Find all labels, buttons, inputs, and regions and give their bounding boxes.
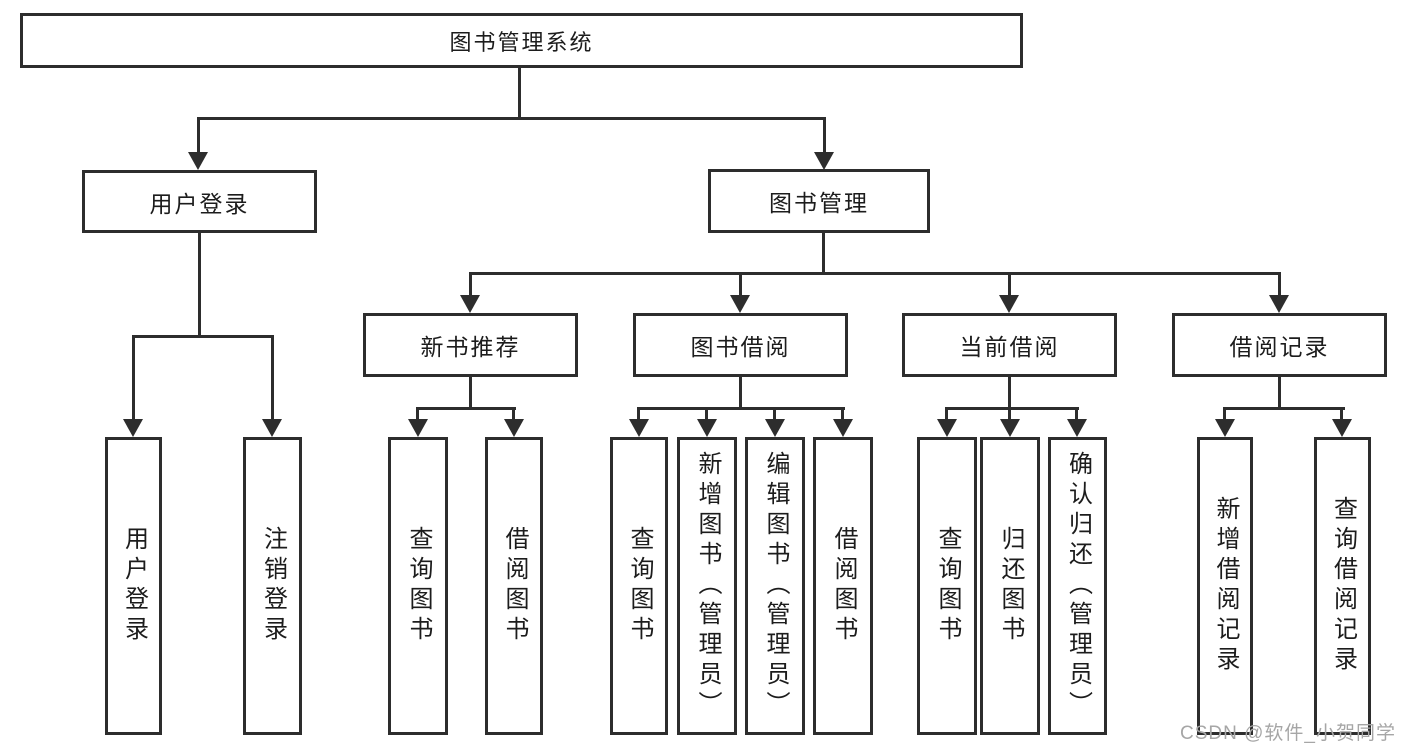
node-label: 借阅图书 (830, 526, 857, 646)
connector-vline (841, 407, 844, 421)
node-new-book-recommend: 新书推荐 (363, 313, 578, 377)
node-label: 用户登录 (149, 190, 250, 217)
arrow-down-icon (814, 152, 834, 170)
arrow-down-icon (1269, 295, 1289, 313)
connector-vline (1340, 407, 1343, 421)
connector-vline (271, 335, 274, 420)
arrow-down-icon (1000, 419, 1020, 437)
arrow-down-icon (999, 295, 1019, 313)
connector-vline (198, 233, 201, 337)
connector-vline (637, 407, 640, 421)
connector-vline (518, 68, 521, 118)
connector-vline (773, 407, 776, 421)
node-label: 借阅图书 (501, 526, 528, 646)
connector-vline (132, 335, 135, 420)
arrow-down-icon (1332, 419, 1352, 437)
arrow-down-icon (504, 419, 524, 437)
connector-vline (469, 272, 472, 297)
watermark: CSDN @软件_小贺同学 (1180, 723, 1396, 744)
connector-hline (945, 407, 1079, 410)
node-query-books-borrow: 查询图书 (610, 437, 668, 735)
node-book-management: 图书管理 (708, 169, 930, 233)
node-label: 用户登录 (120, 526, 148, 646)
node-return-books: 归还图书 (980, 437, 1040, 735)
node-current-borrowing: 当前借阅 (902, 313, 1117, 377)
node-label: 查询借阅记录 (1329, 496, 1357, 676)
node-label: 查询图书 (626, 526, 653, 646)
arrow-down-icon (262, 419, 282, 437)
connector-vline (512, 407, 515, 421)
connector-vline (197, 117, 200, 153)
arrow-down-icon (1215, 419, 1235, 437)
connector-vline (945, 407, 948, 421)
arrow-down-icon (460, 295, 480, 313)
connector-hline (1223, 407, 1345, 410)
connector-vline (1008, 377, 1011, 409)
arrow-down-icon (937, 419, 957, 437)
node-confirm-return-admin: 确认归还（管理员） (1048, 437, 1107, 735)
node-label: 图书管理系统 (449, 29, 594, 55)
node-label: 查询图书 (405, 526, 432, 646)
connector-hline (416, 407, 516, 410)
node-label: 查询图书 (934, 526, 961, 646)
node-edit-books-admin: 编辑图书（管理员） (745, 437, 805, 735)
connector-vline (1278, 272, 1281, 297)
connector-hline (132, 335, 274, 338)
connector-vline (823, 117, 826, 153)
node-label: 归还图书 (997, 526, 1024, 646)
node-borrowing-records: 借阅记录 (1172, 313, 1387, 377)
node-label: 编辑图书（管理员） (762, 451, 789, 721)
node-label: 图书借阅 (690, 334, 791, 360)
node-label: 注销登录 (259, 526, 287, 646)
node-add-books-admin: 新增图书（管理员） (677, 437, 737, 735)
connector-hline (469, 272, 1281, 275)
node-borrow-books: 借阅图书 (813, 437, 873, 735)
arrow-down-icon (730, 295, 750, 313)
arrow-down-icon (1067, 419, 1087, 437)
arrow-down-icon (123, 419, 143, 437)
connector-vline (739, 377, 742, 409)
node-label: 确认归还（管理员） (1064, 451, 1092, 721)
node-label: 图书管理 (769, 190, 869, 216)
node-borrow-books-recommend: 借阅图书 (485, 437, 543, 735)
node-book-borrowing: 图书借阅 (633, 313, 848, 377)
connector-hline (637, 407, 845, 410)
node-query-borrow-record: 查询借阅记录 (1314, 437, 1371, 735)
connector-vline (1008, 272, 1011, 297)
connector-vline (1075, 407, 1078, 421)
connector-vline (1223, 407, 1226, 421)
arrow-down-icon (765, 419, 785, 437)
node-query-books-recommend: 查询图书 (388, 437, 448, 735)
connector-vline (822, 233, 825, 274)
node-logout: 注销登录 (243, 437, 302, 735)
node-label: 新增图书（管理员） (694, 451, 721, 721)
arrow-down-icon (697, 419, 717, 437)
arrow-down-icon (408, 419, 428, 437)
arrow-down-icon (833, 419, 853, 437)
connector-vline (739, 272, 742, 297)
arrow-down-icon (188, 152, 208, 170)
node-add-borrow-record: 新增借阅记录 (1197, 437, 1253, 735)
connector-vline (1278, 377, 1281, 409)
node-label: 新增借阅记录 (1212, 496, 1239, 676)
node-library-management-system: 图书管理系统 (20, 13, 1023, 68)
node-label: 当前借阅 (959, 334, 1060, 360)
connector-vline (1008, 407, 1011, 421)
node-label: 新书推荐 (420, 334, 521, 360)
node-query-books-current: 查询图书 (917, 437, 977, 735)
connector-vline (469, 377, 472, 409)
connector-vline (705, 407, 708, 421)
connector-vline (416, 407, 419, 421)
arrow-down-icon (629, 419, 649, 437)
node-user-login-action: 用户登录 (105, 437, 162, 735)
connector-hline (197, 117, 826, 120)
node-label: 借阅记录 (1229, 334, 1330, 360)
node-user-login: 用户登录 (82, 170, 317, 233)
